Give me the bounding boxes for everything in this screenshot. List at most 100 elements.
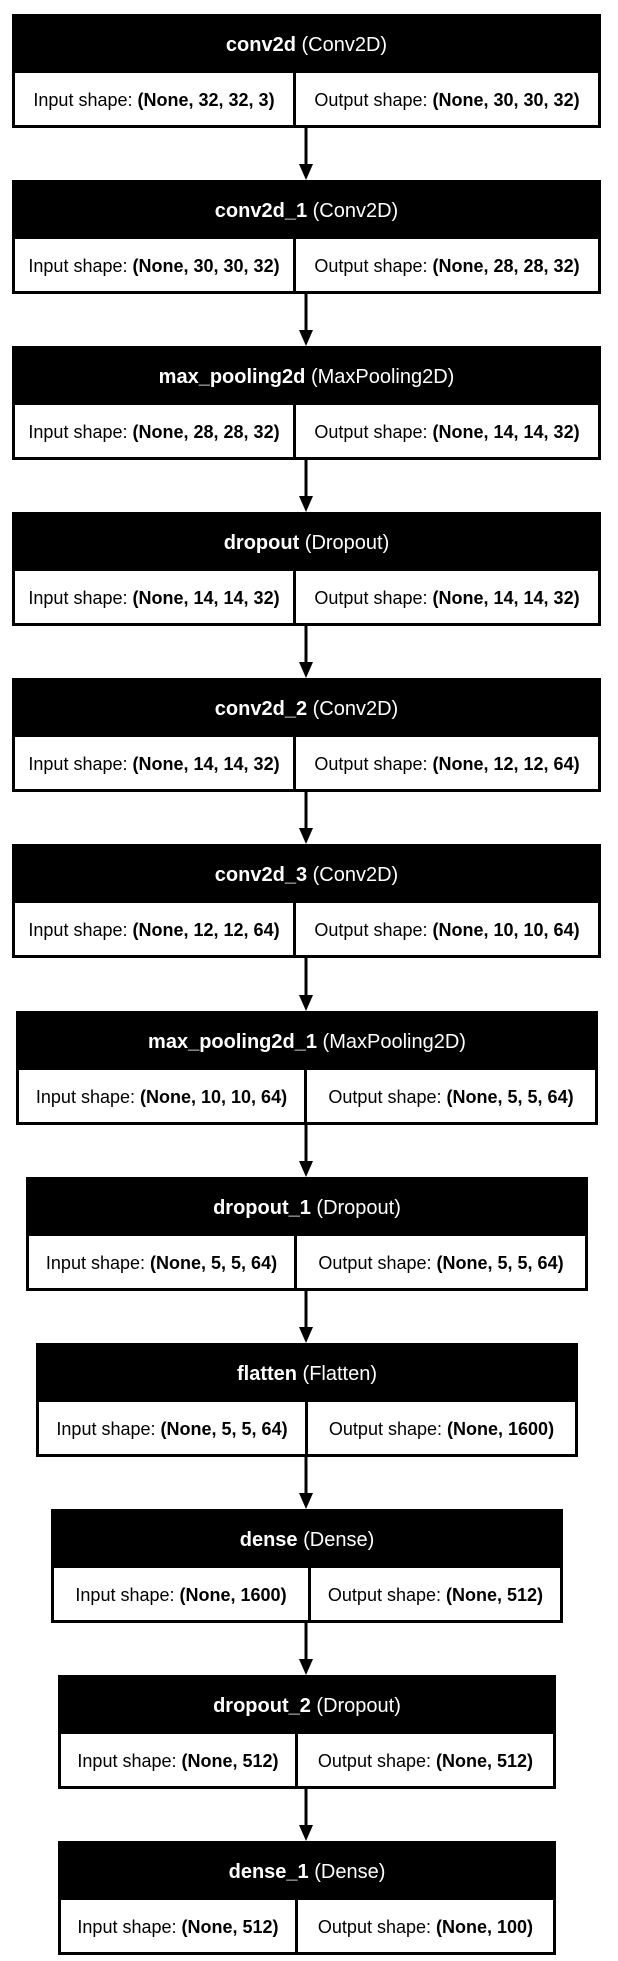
layer-box-flatten: flatten (Flatten) Input shape: (None, 5, … [36,1343,578,1457]
flow-arrow [299,294,313,346]
flow-arrow [299,792,313,844]
layer-name: conv2d_2 [214,697,308,720]
layer-type: (Conv2D) [312,863,399,886]
layer-type: (Flatten) [302,1362,378,1385]
layer-shapes: Input shape: (None, 512)Output shape: (N… [61,1734,553,1788]
output-shape-value: (None, 512) [446,1584,544,1605]
layer-box-max_pooling2d: max_pooling2d (MaxPooling2D)Input shape:… [12,346,601,460]
output-shape-value: (None, 14, 14, 32) [432,421,580,442]
layer-name: conv2d_3 [214,863,308,886]
layer-shapes: Input shape: (None, 10, 10, 64)Output sh… [19,1070,595,1124]
input-shape-label: Input shape: [33,89,133,110]
layer-shapes: Input shape: (None, 32, 32, 3)Output sha… [15,73,598,127]
output-shape-value: (None, 10, 10, 64) [432,919,580,940]
layer-header: dense_1 (Dense) [61,1844,553,1900]
flow-arrow [299,1291,313,1343]
input-shape-value: (None, 32, 32, 3) [137,89,275,110]
layer-box-dense: dense (Dense) Input shape: (None, 1600) Ou… [51,1509,563,1623]
output-shape-value: (None, 5, 5, 64) [446,1086,574,1107]
layer-header: conv2d (Conv2D) [15,17,598,73]
layer-name: flatten [236,1362,297,1385]
output-shape-cell: Output shape: (None, 30, 30, 32) [296,73,598,127]
flow-arrow [299,460,313,512]
output-shape-value: (None, 30, 30, 32) [432,89,580,110]
layer-box-dropout_1: dropout_1 (Dropout)Input shape: (None, 5… [26,1177,588,1291]
output-shape-value: (None, 512) [436,1750,534,1771]
input-shape-cell: Input shape: (None, 32, 32, 3) [15,73,296,127]
output-shape-cell: Output shape: (None, 28, 28, 32) [296,239,598,293]
input-shape-value: (None, 10, 10, 64) [140,1086,288,1107]
layer-header: dropout_1 (Dropout) [29,1180,585,1236]
flow-arrow [299,1125,313,1177]
input-shape-label: Input shape: [28,255,128,276]
input-shape-cell: Input shape: (None, 5, 5, 64) [39,1402,308,1456]
layer-header: dense (Dense) [54,1512,560,1568]
input-shape-label: Input shape: [28,587,128,608]
input-shape-label: Input shape: [28,753,128,774]
input-shape-cell: Input shape: (None, 14, 14, 32) [15,571,296,625]
output-shape-value: (None, 14, 14, 32) [432,587,580,608]
input-shape-label: Input shape: [45,1252,146,1273]
layer-box-conv2d_2: conv2d_2 (Conv2D)Input shape: (None, 14,… [12,678,601,792]
flow-arrow [299,1623,313,1675]
input-shape-label: Input shape: [35,1086,135,1107]
output-shape-cell: Output shape: (None, 1600) [308,1402,575,1456]
output-shape-label: Output shape: [317,1916,432,1937]
output-shape-value: (None, 5, 5, 64) [436,1252,564,1273]
input-shape-cell: Input shape: (None, 28, 28, 32) [15,405,296,459]
output-shape-cell: Output shape: (None, 512) [311,1568,560,1622]
layer-header: conv2d_2 (Conv2D) [15,681,598,737]
layer-type: (MaxPooling2D) [310,365,455,388]
layer-name: max_pooling2d_1 [148,1030,317,1053]
input-shape-value: (None, 5, 5, 64) [150,1252,278,1273]
layer-name: dropout [223,531,300,554]
input-shape-value: (None, 5, 5, 64) [160,1418,288,1439]
output-shape-label: Output shape: [317,1750,432,1771]
output-shape-label: Output shape: [328,1418,443,1439]
input-shape-cell: Input shape: (None, 512) [61,1900,298,1954]
output-shape-value: (None, 28, 28, 32) [432,255,580,276]
input-shape-value: (None, 30, 30, 32) [132,255,280,276]
layer-shapes: Input shape: (None, 14, 14, 32) Output sh… [15,737,598,791]
output-shape-cell: Output shape: (None, 12, 12, 64) [296,737,598,791]
layer-type: (Dropout) [304,531,390,554]
layer-name: dense_1 [228,1860,309,1883]
layer-box-conv2d: conv2d (Conv2D)Input shape: (None, 32, 3… [12,14,601,128]
layer-name: max_pooling2d [158,365,306,388]
layer-header: max_pooling2d_1 (MaxPooling2D) [19,1014,595,1070]
input-shape-cell: Input shape: (None, 512) [61,1734,298,1788]
input-shape-value: (None, 512) [181,1750,279,1771]
input-shape-label: Input shape: [28,421,128,442]
input-shape-label: Input shape: [28,919,128,940]
layer-header: dropout (Dropout) [15,515,598,571]
input-shape-value: (None, 512) [181,1916,279,1937]
output-shape-cell: Output shape: (None, 5, 5, 64) [297,1236,585,1290]
input-shape-value: (None, 14, 14, 32) [132,587,280,608]
output-shape-cell: Output shape: (None, 512) [298,1734,553,1788]
layer-header: max_pooling2d (MaxPooling2D) [15,349,598,405]
layer-box-dropout_2: dropout_2 (Dropout) Input shape: (None, 5… [58,1675,556,1789]
layer-name: dropout_2 [213,1694,311,1717]
input-shape-value: (None, 12, 12, 64) [132,919,280,940]
input-shape-cell: Input shape: (None, 5, 5, 64) [29,1236,297,1290]
output-shape-label: Output shape: [314,753,428,774]
layer-type: (Dropout) [316,1694,401,1717]
flow-arrow [299,958,313,1011]
layer-shapes: Input shape: (None, 30, 30, 32)Output sh… [15,239,598,293]
layer-shapes: Input shape: (None, 14, 14, 32)Output sh… [15,571,598,625]
input-shape-value: (None, 14, 14, 32) [132,753,280,774]
layer-header: conv2d_1 (Conv2D) [15,183,598,239]
layer-type: (Conv2D) [312,199,399,222]
input-shape-value: (None, 1600) [179,1584,287,1605]
layer-type: (Conv2D) [312,697,399,720]
layer-type: (Dense) [314,1860,386,1883]
layer-name: dense [239,1528,298,1551]
input-shape-cell: Input shape: (None, 30, 30, 32) [15,239,296,293]
layer-box-dropout: dropout (Dropout)Input shape: (None, 14,… [12,512,601,626]
output-shape-value: (None, 12, 12, 64) [432,753,580,774]
input-shape-label: Input shape: [77,1916,177,1937]
input-shape-value: (None, 28, 28, 32) [132,421,280,442]
input-shape-label: Input shape: [77,1750,177,1771]
input-shape-label: Input shape: [75,1584,175,1605]
